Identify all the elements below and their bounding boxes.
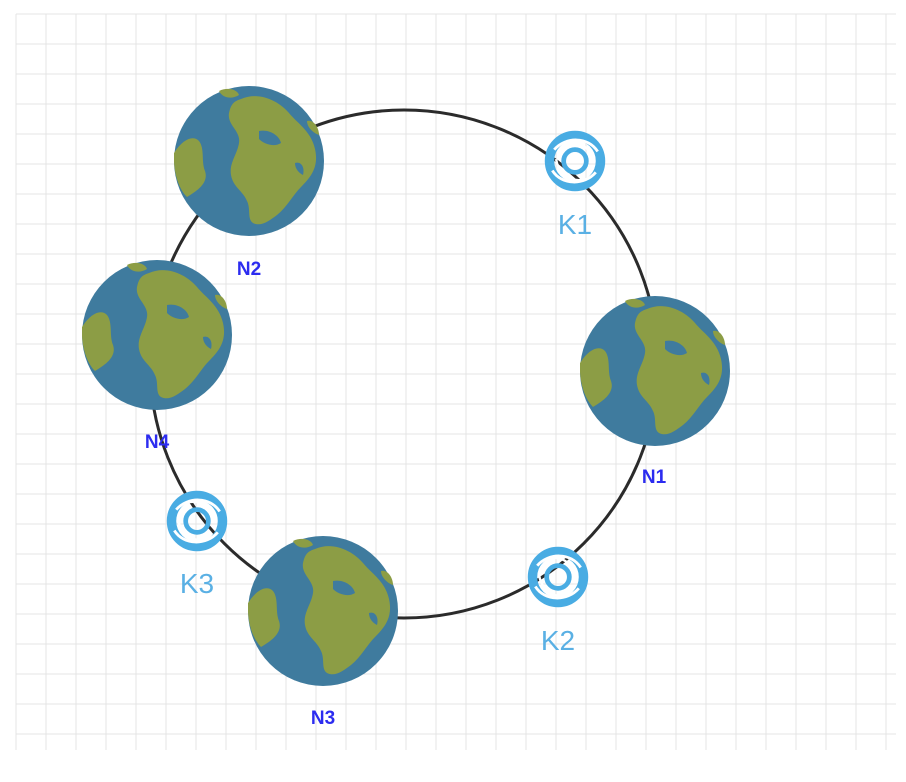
globe-icon: [580, 296, 730, 446]
key-label: K2: [541, 625, 575, 656]
node-label: N2: [237, 259, 261, 280]
key-swirl-icon: [172, 496, 223, 547]
node-n1: N1: [580, 296, 730, 488]
key-k3: K3: [172, 496, 223, 599]
globe-icon: [82, 260, 232, 410]
node-n4: N4: [82, 260, 232, 453]
globe-icon: [248, 536, 398, 686]
key-swirl-icon: [533, 552, 584, 603]
key-label: K3: [180, 568, 214, 599]
key-k1: K1: [550, 136, 601, 240]
node-label: N3: [311, 708, 335, 729]
key-swirl-icon: [550, 136, 601, 187]
node-label: N1: [642, 467, 667, 488]
node-n3: N3: [248, 536, 398, 729]
node-n2: N2: [174, 86, 324, 280]
key-k2: K2: [533, 552, 584, 656]
node-label: N4: [145, 432, 170, 453]
key-label: K1: [558, 209, 592, 240]
globe-icon: [174, 86, 324, 236]
